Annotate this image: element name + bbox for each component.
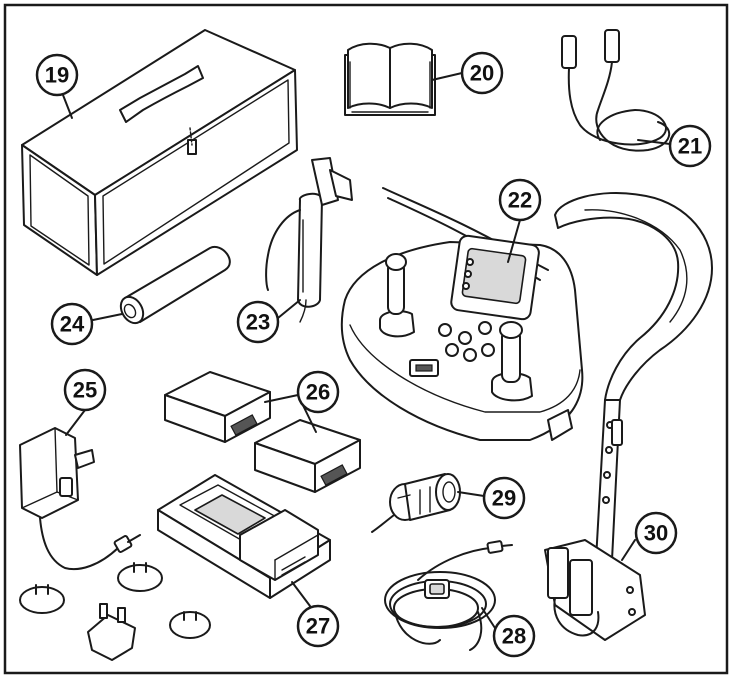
callout-21-label: 21	[678, 134, 702, 159]
callout-22-label: 22	[508, 188, 532, 213]
callout-28-label: 28	[502, 624, 526, 649]
callout-21: 21	[668, 124, 712, 168]
callout-23: 23	[236, 300, 280, 344]
callout-25: 25	[63, 368, 107, 412]
callout-29: 29	[482, 476, 526, 520]
leader-lines	[62, 72, 671, 629]
callout-19-label: 19	[45, 63, 69, 88]
connector-plug-icon	[371, 473, 461, 533]
manual-icon	[344, 42, 436, 116]
storage-box-icon	[21, 29, 298, 276]
callout-29-label: 29	[492, 486, 516, 511]
callout-23-label: 23	[246, 310, 270, 335]
charger-cable-icon	[384, 540, 513, 651]
callout-30-label: 30	[644, 521, 668, 546]
callout-26-label: 26	[306, 380, 330, 405]
callout-22: 22	[498, 178, 542, 222]
callout-24-label: 24	[60, 312, 85, 337]
power-adapter-icon	[19, 427, 211, 661]
callout-20: 20	[460, 51, 504, 95]
harness-belt-icon	[544, 191, 713, 641]
callout-19: 19	[35, 53, 79, 97]
callout-24: 24	[50, 302, 94, 346]
callout-26: 26	[296, 370, 340, 414]
callout-20-label: 20	[470, 61, 494, 86]
cable-icon	[561, 29, 671, 152]
callout-27-label: 27	[306, 614, 330, 639]
battery-charger-icon	[157, 474, 331, 599]
grease-cartridge-icon	[119, 245, 231, 325]
callout-25-label: 25	[73, 378, 97, 403]
callout-27: 27	[296, 604, 340, 648]
grease-gun-icon	[265, 157, 353, 323]
batteries-icon	[164, 371, 361, 493]
callout-30: 30	[634, 511, 678, 555]
remote-control-icon	[340, 187, 584, 441]
callout-28: 28	[492, 614, 536, 658]
